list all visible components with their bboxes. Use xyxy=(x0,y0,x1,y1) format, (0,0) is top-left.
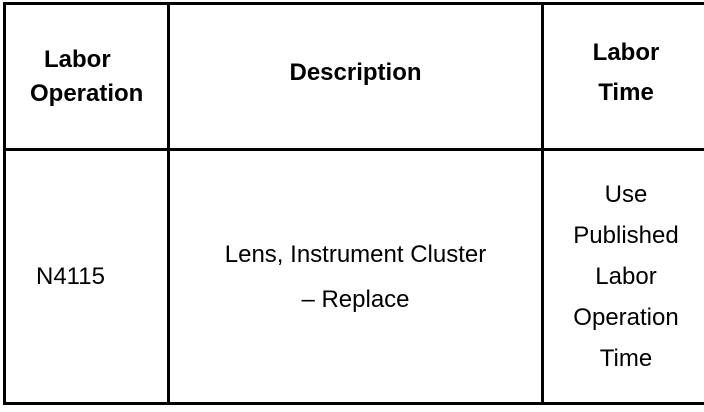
header-labor-time: Labor Time xyxy=(541,2,704,151)
description-line-1: Lens, Instrument Cluster xyxy=(224,240,487,268)
labor-time-line-2: Published xyxy=(573,222,679,249)
header-labor-operation: Labor Operation xyxy=(3,2,170,151)
table-row: N4115 Lens, Instrument Cluster – Replace… xyxy=(3,148,704,405)
header-labor-operation-line-2: Operation xyxy=(30,79,144,107)
labor-time-line-5: Time xyxy=(599,345,653,372)
labor-time-line-3: Labor xyxy=(595,263,657,290)
description-line-2: – Replace xyxy=(301,285,410,313)
labor-time-line-4: Operation xyxy=(573,304,679,331)
labor-operation-table: Labor Operation Description Labor Time N… xyxy=(3,2,704,405)
header-labor-operation-line-1: Labor xyxy=(44,45,111,73)
table-header-row: Labor Operation Description Labor Time xyxy=(3,2,704,151)
header-description-label: Description xyxy=(289,58,422,86)
cell-labor-operation: N4115 xyxy=(3,148,170,405)
labor-time-line-1: Use xyxy=(604,181,648,208)
cell-labor-time: Use Published Labor Operation Time xyxy=(541,148,704,405)
header-description: Description xyxy=(167,2,544,151)
header-labor-time-line-2: Time xyxy=(598,78,654,106)
labor-operation-code: N4115 xyxy=(36,262,105,290)
cell-description: Lens, Instrument Cluster – Replace xyxy=(167,148,544,405)
header-labor-time-line-1: Labor xyxy=(592,38,660,66)
